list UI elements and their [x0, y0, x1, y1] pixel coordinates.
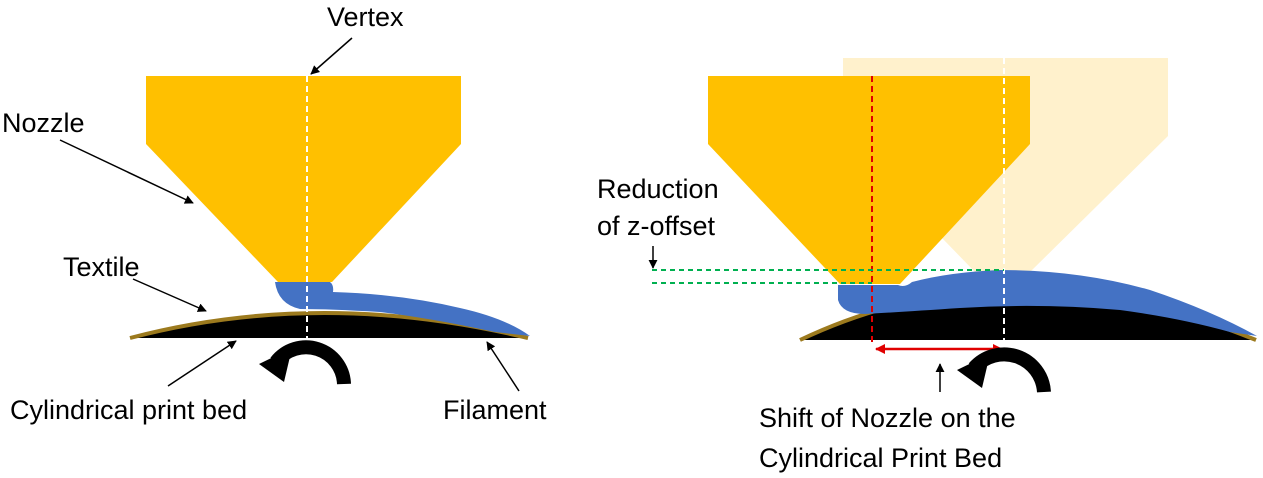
nozzle-arrow	[59, 139, 194, 204]
reduction-label-line1: Reduction	[597, 174, 719, 204]
textile-arrow	[132, 278, 207, 312]
filament-arrow	[486, 341, 520, 392]
left-filament	[275, 282, 530, 336]
reduction-label-line2: of z-offset	[597, 211, 716, 241]
left-rotation-arrow-icon	[259, 340, 351, 385]
right-filament	[838, 270, 1257, 336]
shift-label: Shift of Nozzle on the Cylindrical Print…	[759, 398, 1016, 478]
vertex-label: Vertex	[327, 2, 404, 32]
vertex-arrow	[310, 37, 353, 75]
shift-label-line1: Shift of Nozzle on the	[759, 403, 1016, 433]
cylindrical-print-bed-label: Cylindrical print bed	[10, 395, 248, 425]
right-panel	[648, 58, 1257, 393]
textile-label: Textile	[63, 252, 140, 282]
right-rotation-arrow-icon	[957, 347, 1051, 393]
left-nozzle	[146, 76, 461, 282]
shift-label-line2: Cylindrical Print Bed	[759, 443, 1003, 473]
right-nozzle	[708, 76, 1030, 284]
filament-label: Filament	[443, 395, 547, 425]
nozzle-label: Nozzle	[2, 108, 85, 138]
left-panel	[59, 37, 530, 392]
bed-arrow	[167, 340, 237, 387]
reduction-label: Reduction of z-offset	[597, 171, 719, 245]
